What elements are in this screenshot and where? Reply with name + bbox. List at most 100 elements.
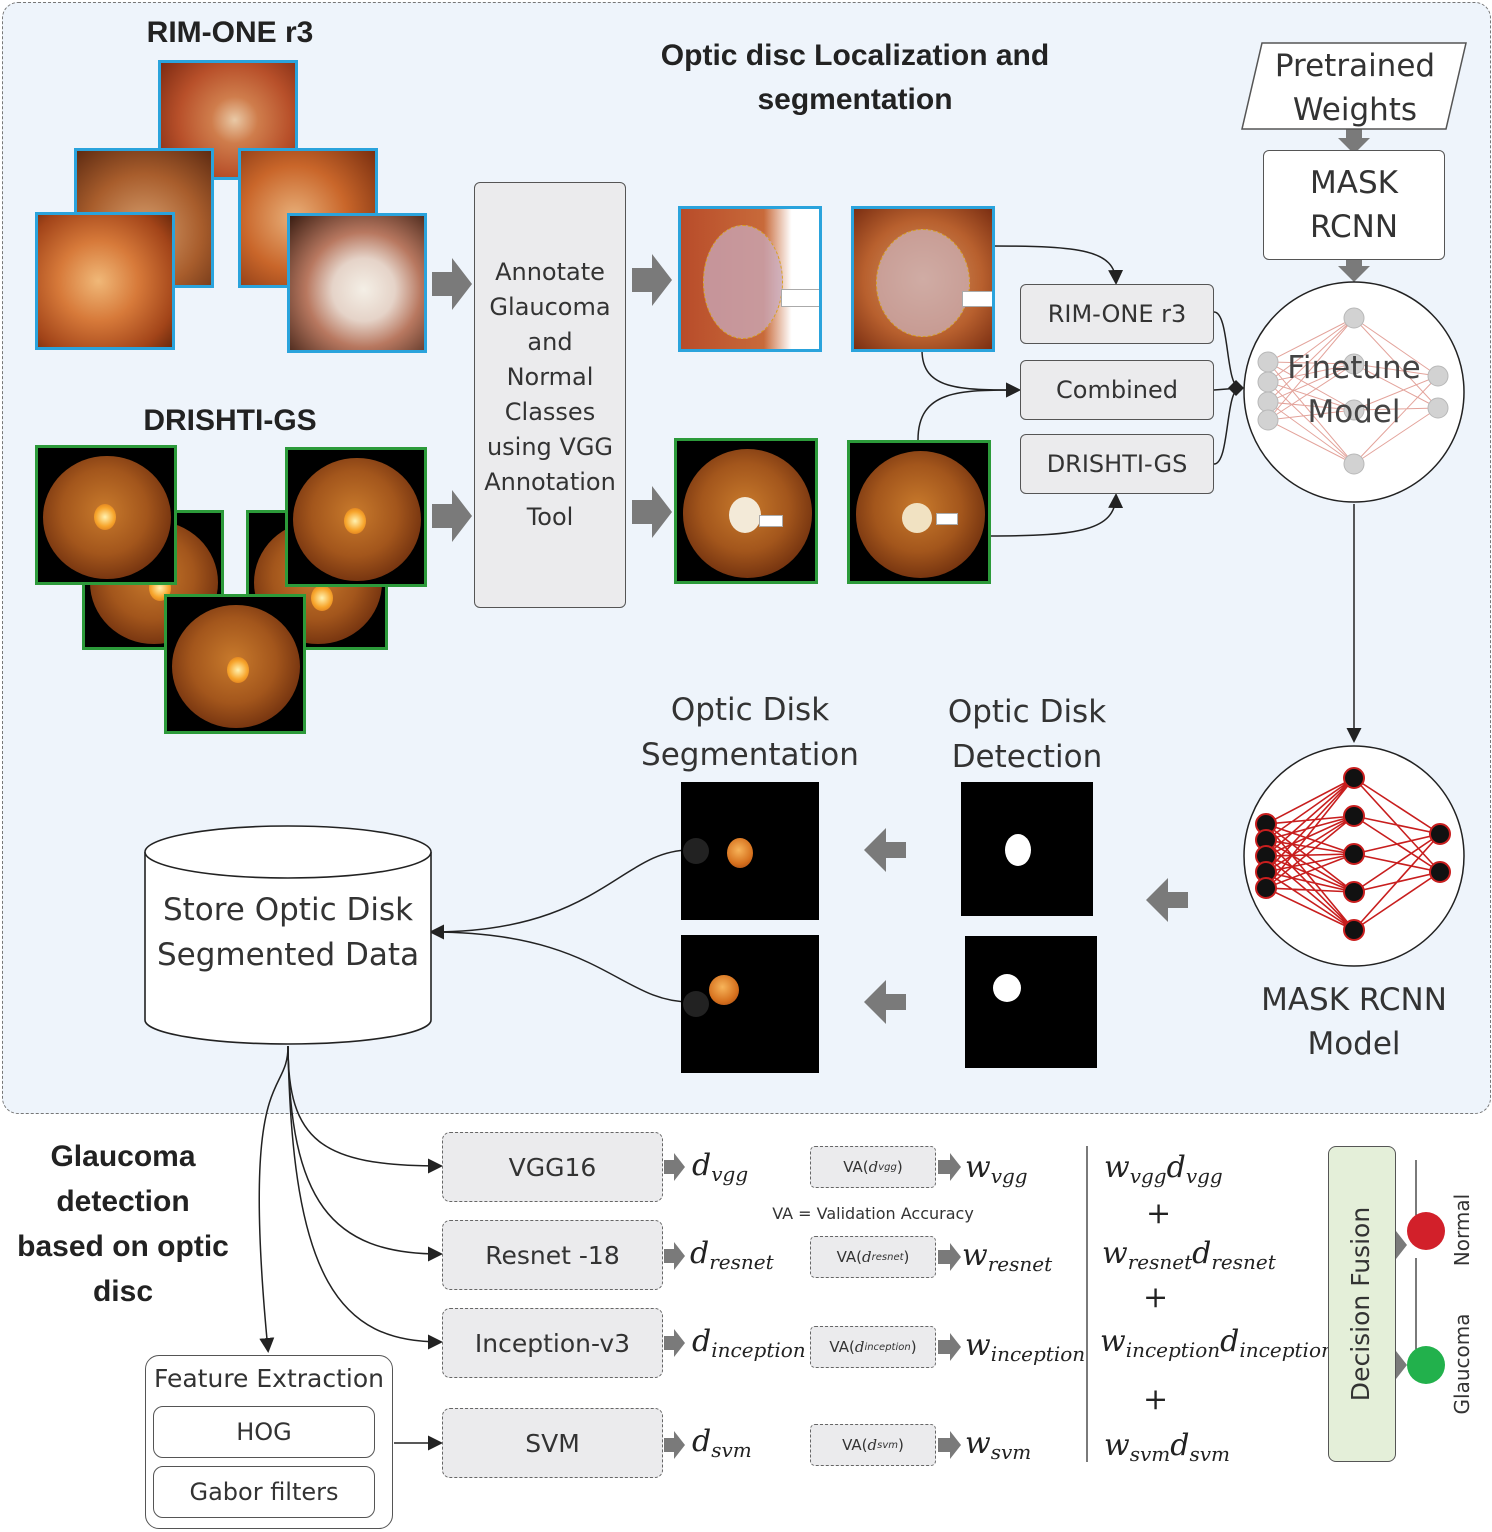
store-label: Store Optic Disk Segmented Data [146, 888, 430, 978]
mask-rcnn-model-line-1: MASK RCNN [1261, 982, 1447, 1018]
d-resnet: dresnet [690, 1236, 774, 1274]
option-combined[interactable]: Combined [1020, 360, 1214, 420]
vgg16-box: VGG16 [442, 1132, 663, 1202]
store-line-2: Segmented Data [156, 937, 420, 973]
annotation-tool-box: Annotate Glaucoma and Normal Classes usi… [474, 182, 626, 608]
pretrained-weights-label: Pretrained Weights [1250, 44, 1460, 132]
mask-rcnn-line-1: MASK [1310, 165, 1398, 201]
plus-sign: + [1143, 1280, 1169, 1315]
normal-indicator [1407, 1212, 1445, 1250]
store-cylinder [144, 825, 432, 1045]
bottom-section-title: Glaucoma detection based on optic disc [4, 1134, 242, 1314]
bottom-title-line: disc [92, 1275, 154, 1308]
finetune-line-1: Finetune [1287, 350, 1421, 386]
drishti-annotated-image [674, 438, 818, 584]
detection-line-2: Detection [951, 739, 1103, 775]
mask-rcnn-model-label: MASK RCNN Model [1234, 978, 1474, 1066]
arrow-annotate-to-rim-annot [632, 254, 672, 306]
arrow-annotate-to-drishti-annot [632, 486, 672, 538]
hog-box: HOG [153, 1406, 375, 1458]
term-vgg: wvggdvgg [1104, 1150, 1223, 1188]
arrow-detection-to-seg-2 [864, 980, 906, 1024]
term-svm: wsvmdsvm [1104, 1428, 1230, 1466]
mask-rcnn-edges [1265, 777, 1441, 931]
detection-mask-image [961, 782, 1093, 916]
store-line-1: Store Optic Disk [162, 892, 414, 928]
svm-box: SVM [442, 1408, 663, 1478]
gabor-box: Gabor filters [153, 1466, 375, 1518]
finetune-edges [1267, 317, 1439, 465]
w-svm: wsvm [965, 1426, 1032, 1464]
glaucoma-indicator [1407, 1346, 1445, 1384]
drishti-annotated-image [847, 440, 991, 584]
plus-sign: + [1146, 1196, 1172, 1231]
w-inception: winception [965, 1328, 1086, 1366]
annotate-line: using VGG [486, 433, 614, 461]
feature-extraction-title: Feature Extraction [153, 1364, 385, 1393]
mask-rcnn-line-2: RCNN [1309, 209, 1399, 245]
arrow-detection-to-seg-1 [864, 828, 906, 872]
annotate-line: Classes [504, 398, 596, 426]
segmentation-line-2: Segmentation [641, 737, 859, 773]
drishti-dataset-title: DRISHTI-GS [143, 404, 317, 437]
bottom-title-line: Glaucoma [50, 1140, 196, 1173]
rim-image [287, 213, 427, 353]
w-vgg: wvgg [965, 1150, 1028, 1188]
rim-dataset-title: RIM-ONE r3 [146, 16, 314, 49]
option-drishti[interactable]: DRISHTI-GS [1020, 434, 1214, 494]
option-rim-one[interactable]: RIM-ONE r3 [1020, 284, 1214, 344]
drishti-image [35, 445, 177, 585]
d-svm: dsvm [692, 1424, 752, 1462]
term-inception: winceptiondinception [1100, 1324, 1334, 1362]
annotate-line: Annotation [484, 468, 616, 496]
arrow-weights-to-mask [1338, 128, 1370, 154]
va-note: VA = Validation Accuracy [772, 1204, 974, 1223]
rim-image [35, 212, 175, 350]
annotate-line: Tool [526, 503, 574, 531]
inception-v3-box: Inception-v3 [442, 1308, 663, 1378]
segmented-disc-image [681, 935, 819, 1073]
rim-annotated-image [851, 206, 995, 352]
mask-rcnn-box: MASK RCNN [1263, 150, 1445, 260]
panel-title-line-1: Optic disc Localization and [660, 39, 1050, 72]
arrow-mask-to-finetune [1338, 256, 1370, 282]
decision-fusion-label: Decision Fusion [1346, 1206, 1375, 1402]
panel-title-line-2: segmentation [757, 83, 953, 116]
mask-rcnn-model-line-2: Model [1307, 1026, 1401, 1062]
panel-title: Optic disc Localization and segmentation [620, 34, 1090, 122]
arrow-model-to-detection [1146, 878, 1188, 922]
pretrained-weights-shape [1241, 42, 1467, 130]
resnet18-box: Resnet -18 [442, 1220, 663, 1290]
finetune-nodes [1257, 307, 1449, 475]
pretrained-line-2: Weights [1292, 92, 1418, 128]
plus-sign: + [1143, 1382, 1169, 1417]
detection-mask-image [965, 936, 1097, 1068]
mask-rcnn-nodes [1255, 767, 1451, 941]
segmentation-label: Optic Disk Segmentation [640, 688, 860, 778]
glaucoma-label: Glaucoma [1450, 1313, 1474, 1415]
pretrained-line-1: Pretrained [1274, 48, 1436, 84]
detection-label: Optic Disk Detection [922, 690, 1132, 780]
annotate-line: and [527, 328, 573, 356]
arrow-rim-to-annotate [432, 258, 472, 310]
annotate-line: Normal [506, 363, 594, 391]
segmented-disc-image [681, 782, 819, 920]
bottom-title-line: detection [56, 1185, 190, 1218]
drishti-image [285, 447, 427, 587]
segmentation-line-1: Optic Disk [670, 692, 830, 728]
d-vgg: dvgg [692, 1148, 749, 1186]
drishti-image [164, 594, 306, 734]
arrow-drishti-to-annotate [432, 490, 472, 542]
finetune-line-2: Model [1307, 394, 1401, 430]
term-resnet: wresnetdresnet [1102, 1236, 1276, 1274]
mask-rcnn-network [1243, 745, 1465, 967]
finetune-label: Finetune Model [1262, 346, 1446, 434]
annotate-line: Glaucoma [489, 293, 611, 321]
w-resnet: wresnet [962, 1238, 1053, 1276]
rim-annotated-image [678, 206, 822, 352]
annotate-line: Annotate [495, 258, 605, 286]
